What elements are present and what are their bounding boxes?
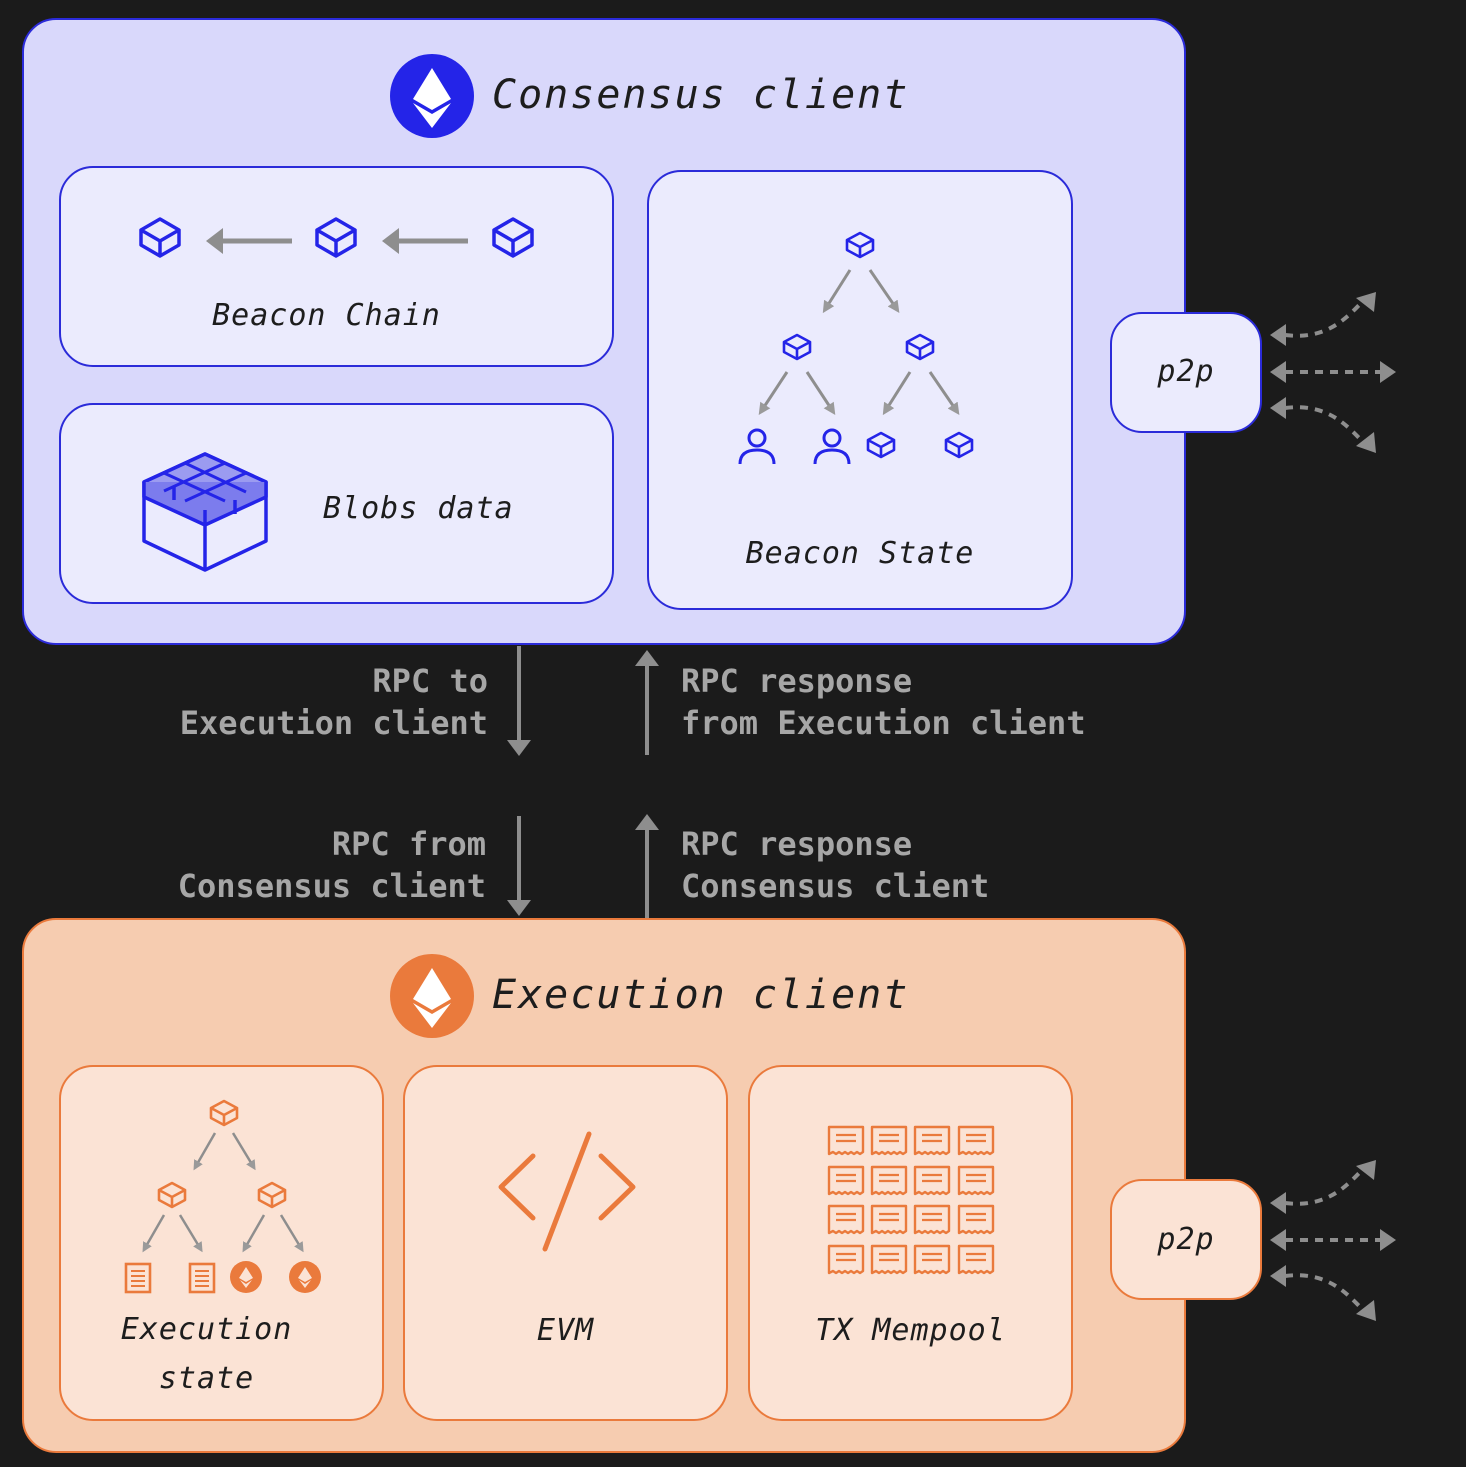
execution-p2p-arrows [1284,1168,1382,1311]
beacon-chain-card [59,166,614,367]
consensus-p2p-label: p2p [1157,354,1215,389]
beacon-chain-label: Beacon Chain [212,298,441,333]
blobs-data-label: Blobs data [323,491,514,526]
execution-p2p-card [1110,1179,1262,1300]
evm-card [403,1065,728,1421]
rpc-response-from-execution-line1: RPC response [681,662,913,700]
execution-state-label-line2: state [158,1361,255,1396]
rpc-to-execution-label: RPC to Execution client [180,660,488,744]
rpc-to-execution-line2: Execution client [179,704,488,742]
beacon-state-label: Beacon State [745,536,975,571]
rpc-response-consensus-line1: RPC response [681,825,913,863]
rpc-response-from-execution-line2: from Execution client [681,704,1086,742]
rpc-from-consensus-line1: RPC from [331,825,486,863]
rpc-response-consensus-label: RPC response Consensus client [681,823,989,907]
rpc-to-execution-line1: RPC to [372,662,488,700]
rpc-from-consensus-label: RPC from Consensus client [178,823,486,907]
evm-label: EVM [536,1313,595,1348]
tx-mempool-card [748,1065,1073,1421]
rpc-response-consensus-line2: Consensus client [681,867,990,905]
tx-mempool-label: TX Mempool [815,1313,1006,1348]
rpc-from-consensus-line2: Consensus client [177,867,486,905]
execution-p2p-label: p2p [1157,1222,1215,1257]
execution-title: Execution client [492,972,910,1018]
consensus-p2p-card [1110,312,1262,433]
execution-state-label-line1: Execution [120,1312,293,1347]
rpc-arrows [507,646,659,918]
consensus-title: Consensus client [492,72,910,118]
consensus-p2p-arrows [1284,300,1382,443]
rpc-response-from-execution-label: RPC response from Execution client [681,660,1086,744]
